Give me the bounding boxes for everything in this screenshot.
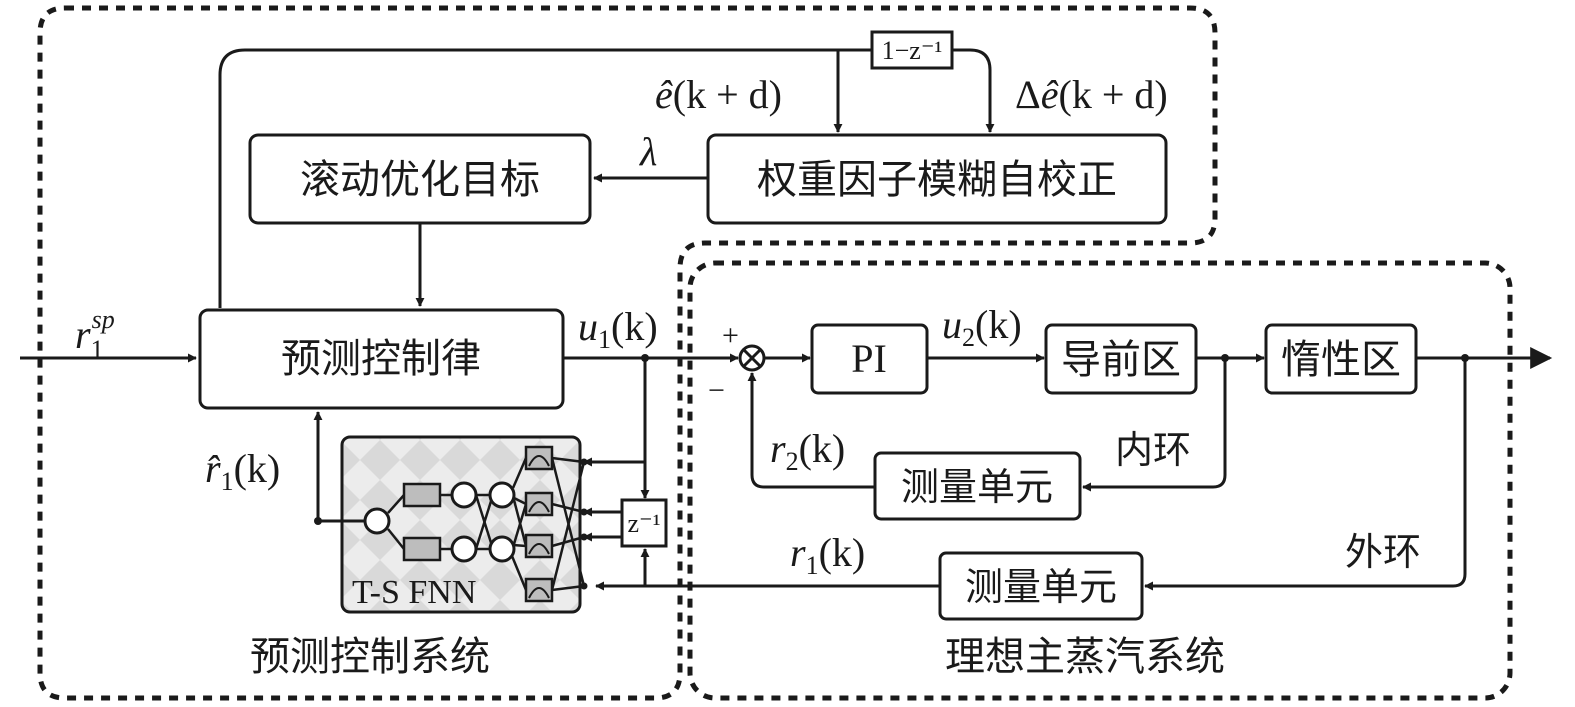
delay-bottom-label: z⁻¹ [627,509,660,538]
fnn-consequent-blocks [524,445,554,603]
steam-system-boundary [687,260,1513,701]
fnn-block: T-S FNN [318,435,588,614]
predictive-system-title: 预测控制系统 [250,634,490,680]
minus-sign: − [708,374,725,407]
fnn-label: T-S FNN [352,574,476,611]
lambda-label: λ [639,129,657,174]
fnn-rule-node [450,481,478,509]
inner-loop-line [1082,358,1227,492]
measure-inner-label: 测量单元 [901,465,1053,509]
u1-label: u1(k) [578,304,658,354]
delta-e-hat-label: Δê(k + d) [1015,72,1168,117]
fnn-norm-node [488,535,516,563]
fnn-rule-node [450,535,478,563]
fnn-edges [318,456,586,592]
r2-line [747,372,875,489]
top-feedback-line [218,48,872,308]
inertia-zone-label: 惰性区 [1281,337,1401,383]
inner-loop-label: 内环 [1115,428,1191,472]
fnn-output-junction [314,517,322,525]
r2-label: r2(k) [770,426,845,476]
measure-outer-label: 测量单元 [965,565,1117,609]
weight-fuzzy-label: 权重因子模糊自校正 [757,157,1117,203]
r-hat1-label: r̂1(k) [205,446,280,496]
outer-loop-line [1144,358,1467,591]
outer-loop-label: 外环 [1345,530,1421,574]
u2-label: u2(k) [942,302,1022,352]
steam-system-title: 理想主蒸汽系统 [945,634,1225,680]
delta-e-line [952,48,995,133]
r1-label: r1(k) [790,530,865,580]
reference-label: r1sp [75,305,115,364]
fnn-input-node [363,507,391,535]
fnn-membership-block [402,536,442,562]
lead-zone-label: 导前区 [1061,337,1181,383]
fnn-junction-dot [580,458,588,466]
plus-sign: + [722,319,739,352]
fnn-junction-dot [580,582,588,590]
fnn-norm-node [488,481,516,509]
summing-junction-cross-b [742,348,762,368]
delay-bottom-block [620,498,668,548]
pi-label: PI [851,336,887,381]
e-hat-label: ê(k + d) [655,72,782,117]
delay-top-label: 1−z⁻¹ [882,36,943,65]
fnn-junction-dot [580,508,588,516]
rolling-optimization-label: 滚动优化目标 [300,157,540,203]
fnn-membership-block [402,482,442,508]
predictive-law-label: 预测控制律 [281,336,481,382]
fnn-junction-dot [580,533,588,541]
